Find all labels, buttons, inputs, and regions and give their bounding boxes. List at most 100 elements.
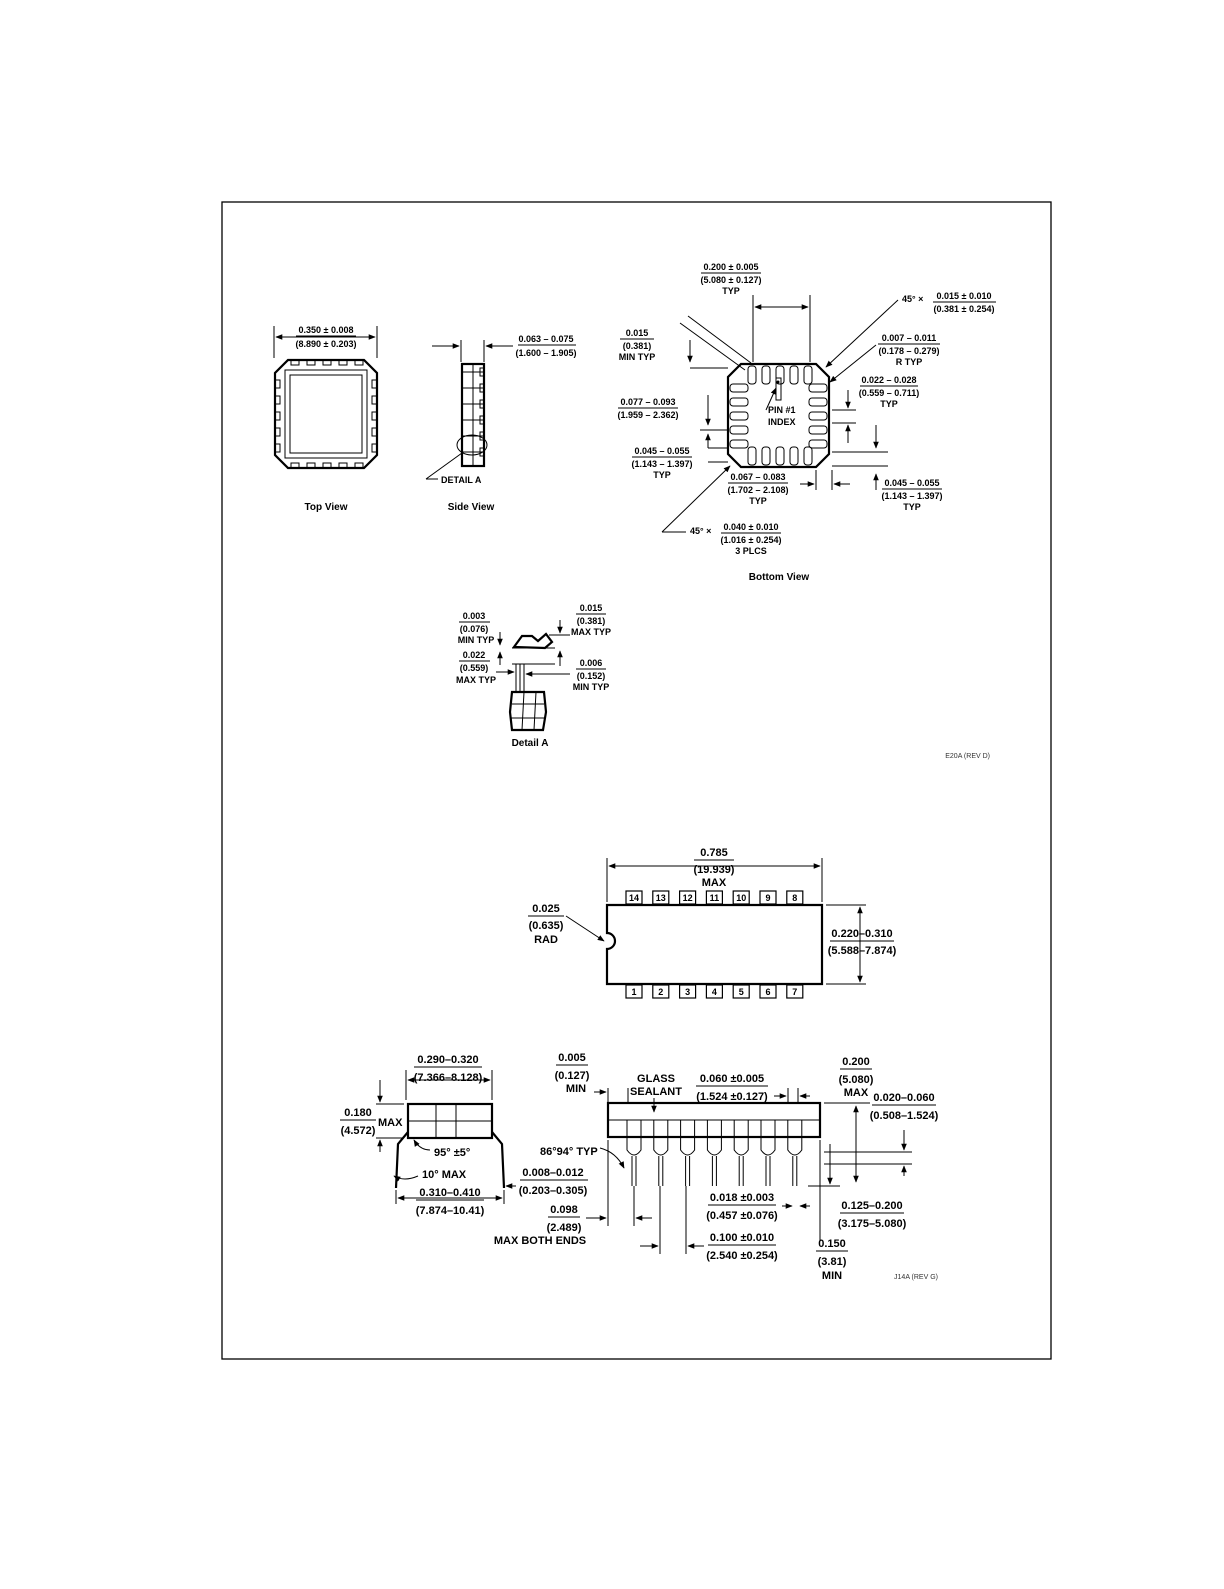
pad-len: 0.067 – 0.083	[730, 472, 785, 482]
left-top-note: MIN TYP	[619, 352, 656, 362]
bottom-pad	[775, 446, 785, 466]
bottom-view-caption: Bottom View	[749, 572, 810, 583]
side-pad	[479, 447, 485, 457]
side-lead-shoulder	[626, 1120, 642, 1156]
right-low-mm: (1.143 – 1.397)	[881, 491, 942, 501]
dip-pin-label: 11	[710, 893, 720, 903]
top-notch	[322, 462, 332, 469]
top-notch	[306, 462, 316, 469]
chamfer-mm: (0.381 ± 0.254)	[934, 304, 995, 314]
dip-pin-12	[678, 890, 697, 905]
dip-pin-13	[652, 890, 670, 905]
top-notch	[274, 443, 281, 453]
top-notch	[290, 462, 300, 469]
standoff-mm: (3.81)	[818, 1256, 847, 1268]
left-low-note: TYP	[653, 470, 671, 480]
dip-pin-7	[786, 984, 804, 999]
bottom-pad	[808, 425, 828, 435]
bottom-pad	[747, 365, 757, 385]
standoff-note: MIN	[822, 1270, 842, 1282]
pad-len-note: TYP	[749, 496, 767, 506]
chamfer-prefix: 45° ×	[902, 294, 923, 304]
side-pad	[479, 367, 485, 377]
lcc-top-view: 0.350 ± 0.008 (8.890 ± 0.203) Top View	[273, 325, 379, 513]
dip-pin-2	[652, 984, 670, 999]
lcc-bottom-view: 0.200 ± 0.005 (5.080 ± 0.127) TYP 45° × …	[617, 262, 996, 583]
lcc-detail-a: 0.003 (0.076) MIN TYP 0.015 (0.381) MAX …	[456, 603, 611, 749]
body-height: 0.200	[842, 1056, 870, 1068]
dip-pin-label: 4	[712, 987, 717, 997]
bottom-pad	[747, 446, 757, 466]
bottom-pad	[789, 365, 799, 385]
radius-mm: (0.178 – 0.279)	[878, 346, 939, 356]
detail-body	[508, 690, 548, 732]
side-pad	[479, 383, 485, 393]
end-dist-mm: (2.489)	[547, 1222, 582, 1234]
bottom-pad	[775, 365, 785, 385]
end-dist-note: MAX BOTH ENDS	[494, 1235, 586, 1247]
standoff: 0.150	[818, 1238, 846, 1250]
end-dist: 0.098	[550, 1204, 578, 1216]
dip-end-view: 0.290–0.320 (7.366–8.128) 0.180 (4.572) …	[340, 1054, 588, 1217]
dip-pin-label: 6	[765, 987, 770, 997]
dip-pin-label: 7	[792, 987, 797, 997]
row-spacing: 0.290–0.320	[417, 1054, 478, 1066]
end-height-note: MAX	[378, 1117, 403, 1129]
end-height: 0.180	[344, 1107, 372, 1119]
bottom-pad	[808, 411, 828, 421]
detail-a-caption: Detail A	[512, 738, 549, 749]
side-thickness: 0.063 – 0.075	[518, 334, 573, 344]
top-notch	[322, 359, 332, 366]
top-notch	[274, 427, 281, 437]
left-top-mm: (0.381)	[623, 341, 652, 351]
left-mid-mm: (1.959 – 2.362)	[617, 410, 678, 420]
pin-index-1: PIN #1	[768, 405, 796, 415]
row-spacing-mm: (7.366–8.128)	[414, 1072, 483, 1084]
dip-pin-label: 10	[736, 893, 746, 903]
bottom-pad	[729, 397, 749, 407]
top-notch	[371, 395, 378, 405]
dip-pin-14	[625, 890, 643, 905]
lcc-rev: E20A (REV D)	[945, 753, 990, 760]
glass-1: GLASS	[637, 1073, 675, 1085]
lead-width: 0.060 ±0.005	[700, 1073, 764, 1085]
bottom-pad	[729, 411, 749, 421]
side-lead-shoulder	[706, 1120, 722, 1156]
dip-pin-label: 3	[685, 987, 690, 997]
pad-pitch: 0.200 ± 0.005	[704, 262, 759, 272]
top-notch	[306, 359, 316, 366]
lead-thickness: 0.008–0.012	[522, 1167, 583, 1179]
dip-pin-5	[732, 984, 750, 999]
glass-2: SEALANT	[630, 1086, 682, 1098]
shoulder: 0.005	[558, 1052, 586, 1064]
pitch-mm: (2.540 ±0.254)	[706, 1250, 778, 1262]
detail-a-value: 0.003	[463, 611, 486, 621]
dip-pin-label: 8	[792, 893, 797, 903]
detail-a-label: DETAIL A	[441, 475, 482, 485]
bottom-pad	[808, 397, 828, 407]
notch-radius-mm: (0.635)	[529, 920, 564, 932]
corner-prefix: 45° ×	[690, 526, 711, 536]
top-notch	[371, 427, 378, 437]
side-thickness-mm: (1.600 – 1.905)	[515, 348, 576, 358]
detail-a-marker	[456, 434, 488, 456]
end-lead-angle: 10° MAX	[422, 1169, 467, 1181]
dip-length-note: MAX	[702, 877, 727, 889]
left-low: 0.045 – 0.055	[634, 446, 689, 456]
lcc-side-view: 0.063 – 0.075 (1.600 – 1.905) DETAIL A S…	[425, 334, 577, 513]
pad-width-note: TYP	[880, 399, 898, 409]
corner-mm: (1.016 ± 0.254)	[721, 535, 782, 545]
detail-c-mm: (0.559)	[460, 663, 489, 673]
left-mid: 0.077 – 0.093	[620, 397, 675, 407]
detail-b-mm: (0.381)	[577, 616, 606, 626]
side-lead-shoulder	[787, 1120, 803, 1156]
top-notch	[274, 395, 281, 405]
detail-d-mm: (0.152)	[577, 671, 606, 681]
bottom-pad	[761, 446, 771, 466]
bottom-pad	[729, 425, 749, 435]
side-view-caption: Side View	[448, 502, 495, 513]
pad-len-mm: (1.702 – 2.108)	[727, 485, 788, 495]
top-width: 0.350 ± 0.008	[299, 325, 354, 335]
